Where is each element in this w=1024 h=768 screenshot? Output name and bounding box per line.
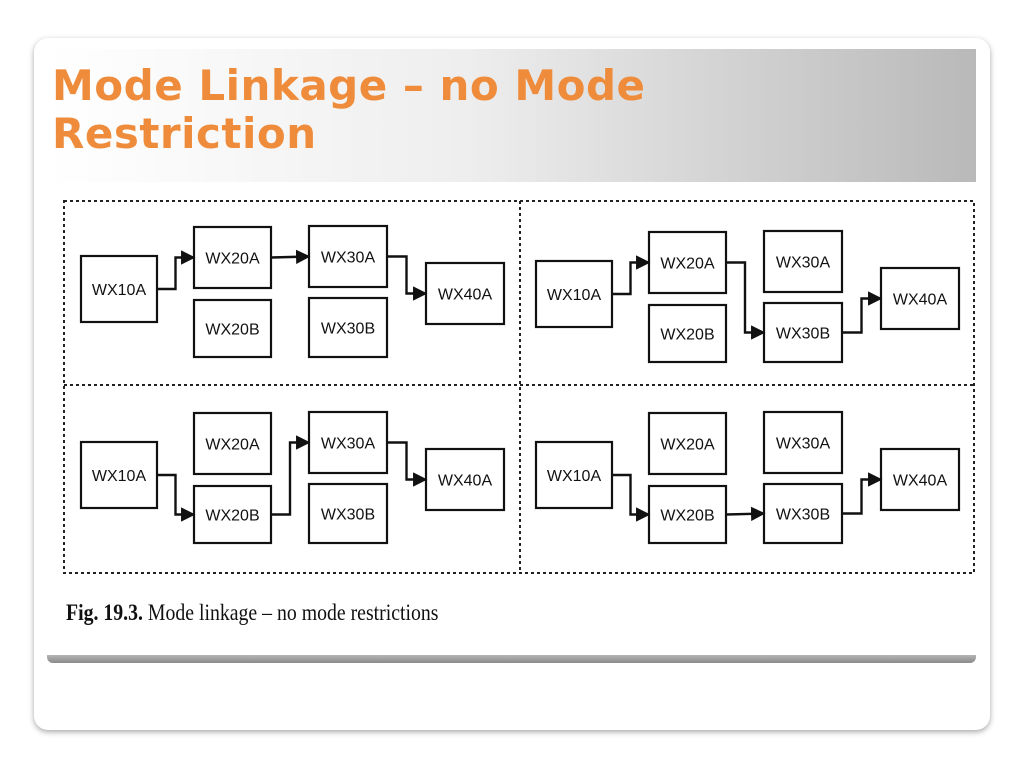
mode-label: WX40A xyxy=(893,473,948,490)
link-arrow xyxy=(726,261,766,340)
link-arrow xyxy=(842,291,883,334)
mode-label: WX20A xyxy=(660,437,715,454)
mode-label: WX40A xyxy=(438,473,493,490)
mode-box-wx40a: WX40A xyxy=(424,447,506,512)
mode-box-wx20a: WX20A xyxy=(647,411,728,476)
link-arrow xyxy=(157,250,196,291)
mode-box-wx20b: WX20B xyxy=(192,484,273,545)
figure-bottom-rule xyxy=(47,655,976,663)
figure-caption-text: Mode linkage – no mode restrictions xyxy=(147,600,439,625)
mode-box-wx10a: WX10A xyxy=(79,254,159,324)
mode-label: WX40A xyxy=(438,287,493,304)
slide-title: Mode Linkage – no Mode Restriction xyxy=(52,61,646,158)
quadrant-top-right: WX10A WX20A WX20B WX30A WX30B WX40A xyxy=(534,229,961,364)
quadrants-layer: WX10A WX20A WX20B WX30A WX30B WX40A WX10A WX20A… xyxy=(79,224,961,545)
mode-label: WX30A xyxy=(321,436,376,453)
mode-label: WX20A xyxy=(660,256,715,273)
link-arrow xyxy=(725,506,766,522)
mode-box-wx20b: WX20B xyxy=(192,298,273,359)
mode-label: WX20B xyxy=(205,322,259,339)
quadrant-top-left: WX10A WX20A WX20B WX30A WX30B WX40A xyxy=(79,224,506,359)
figure-caption-label: Fig. 19.3. xyxy=(66,600,143,625)
mode-label: WX20B xyxy=(205,508,259,525)
link-arrow xyxy=(387,255,428,301)
link-arrow xyxy=(842,472,883,515)
mode-label: WX20A xyxy=(205,251,260,268)
mode-box-wx30b: WX30B xyxy=(762,482,844,545)
figure-caption: Fig. 19.3. Mode linkage – no mode restri… xyxy=(66,600,438,626)
mode-box-wx30b: WX30B xyxy=(762,301,844,364)
mode-box-wx10a: WX10A xyxy=(534,440,614,510)
link-arrow xyxy=(271,435,311,516)
mode-label: WX10A xyxy=(547,287,602,304)
mode-label: WX10A xyxy=(92,282,147,299)
mode-box-wx40a: WX40A xyxy=(424,261,506,326)
mode-box-wx10a: WX10A xyxy=(79,440,159,510)
mode-box-wx30a: WX30A xyxy=(762,410,844,475)
quadrant-bottom-right: WX10A WX20A WX20B WX30A WX30B WX40A xyxy=(534,410,961,545)
link-arrow xyxy=(270,249,311,265)
title-bar xyxy=(47,49,976,182)
mode-label: WX10A xyxy=(92,468,147,485)
grid-outer-frame xyxy=(63,200,975,574)
mode-label: WX10A xyxy=(547,468,602,485)
mode-box-wx30a: WX30A xyxy=(762,229,844,294)
quadrant-grid xyxy=(63,200,975,574)
mode-box-wx20b: WX20B xyxy=(647,303,728,364)
link-arrow xyxy=(387,441,428,487)
mode-box-wx20a: WX20A xyxy=(647,230,728,295)
mode-label: WX20B xyxy=(660,508,714,525)
mode-label: WX30B xyxy=(321,321,375,338)
link-arrow xyxy=(612,255,651,296)
mode-label: WX20A xyxy=(205,437,260,454)
mode-label: WX30A xyxy=(776,436,831,453)
mode-label: WX30B xyxy=(776,326,830,343)
mode-label: WX30B xyxy=(321,507,375,524)
mode-box-wx30a: WX30A xyxy=(307,410,389,475)
mode-box-wx20a: WX20A xyxy=(192,411,273,476)
mode-box-wx20b: WX20B xyxy=(647,484,728,545)
link-arrow xyxy=(612,473,651,522)
mode-box-wx30b: WX30B xyxy=(307,296,389,359)
mode-box-wx30b: WX30B xyxy=(307,482,389,545)
mode-label: WX40A xyxy=(893,292,948,309)
mode-label: WX20B xyxy=(660,327,714,344)
mode-box-wx40a: WX40A xyxy=(879,447,961,512)
mode-label: WX30B xyxy=(776,507,830,524)
mode-box-wx30a: WX30A xyxy=(307,224,389,289)
mode-label: WX30A xyxy=(776,255,831,272)
mode-label: WX30A xyxy=(321,250,376,267)
mode-box-wx20a: WX20A xyxy=(192,225,273,290)
link-arrow xyxy=(157,473,196,522)
mode-box-wx40a: WX40A xyxy=(879,266,961,331)
mode-box-wx10a: WX10A xyxy=(534,259,614,329)
quadrant-bottom-left: WX10A WX20A WX20B WX30A WX30B WX40A xyxy=(79,410,506,545)
